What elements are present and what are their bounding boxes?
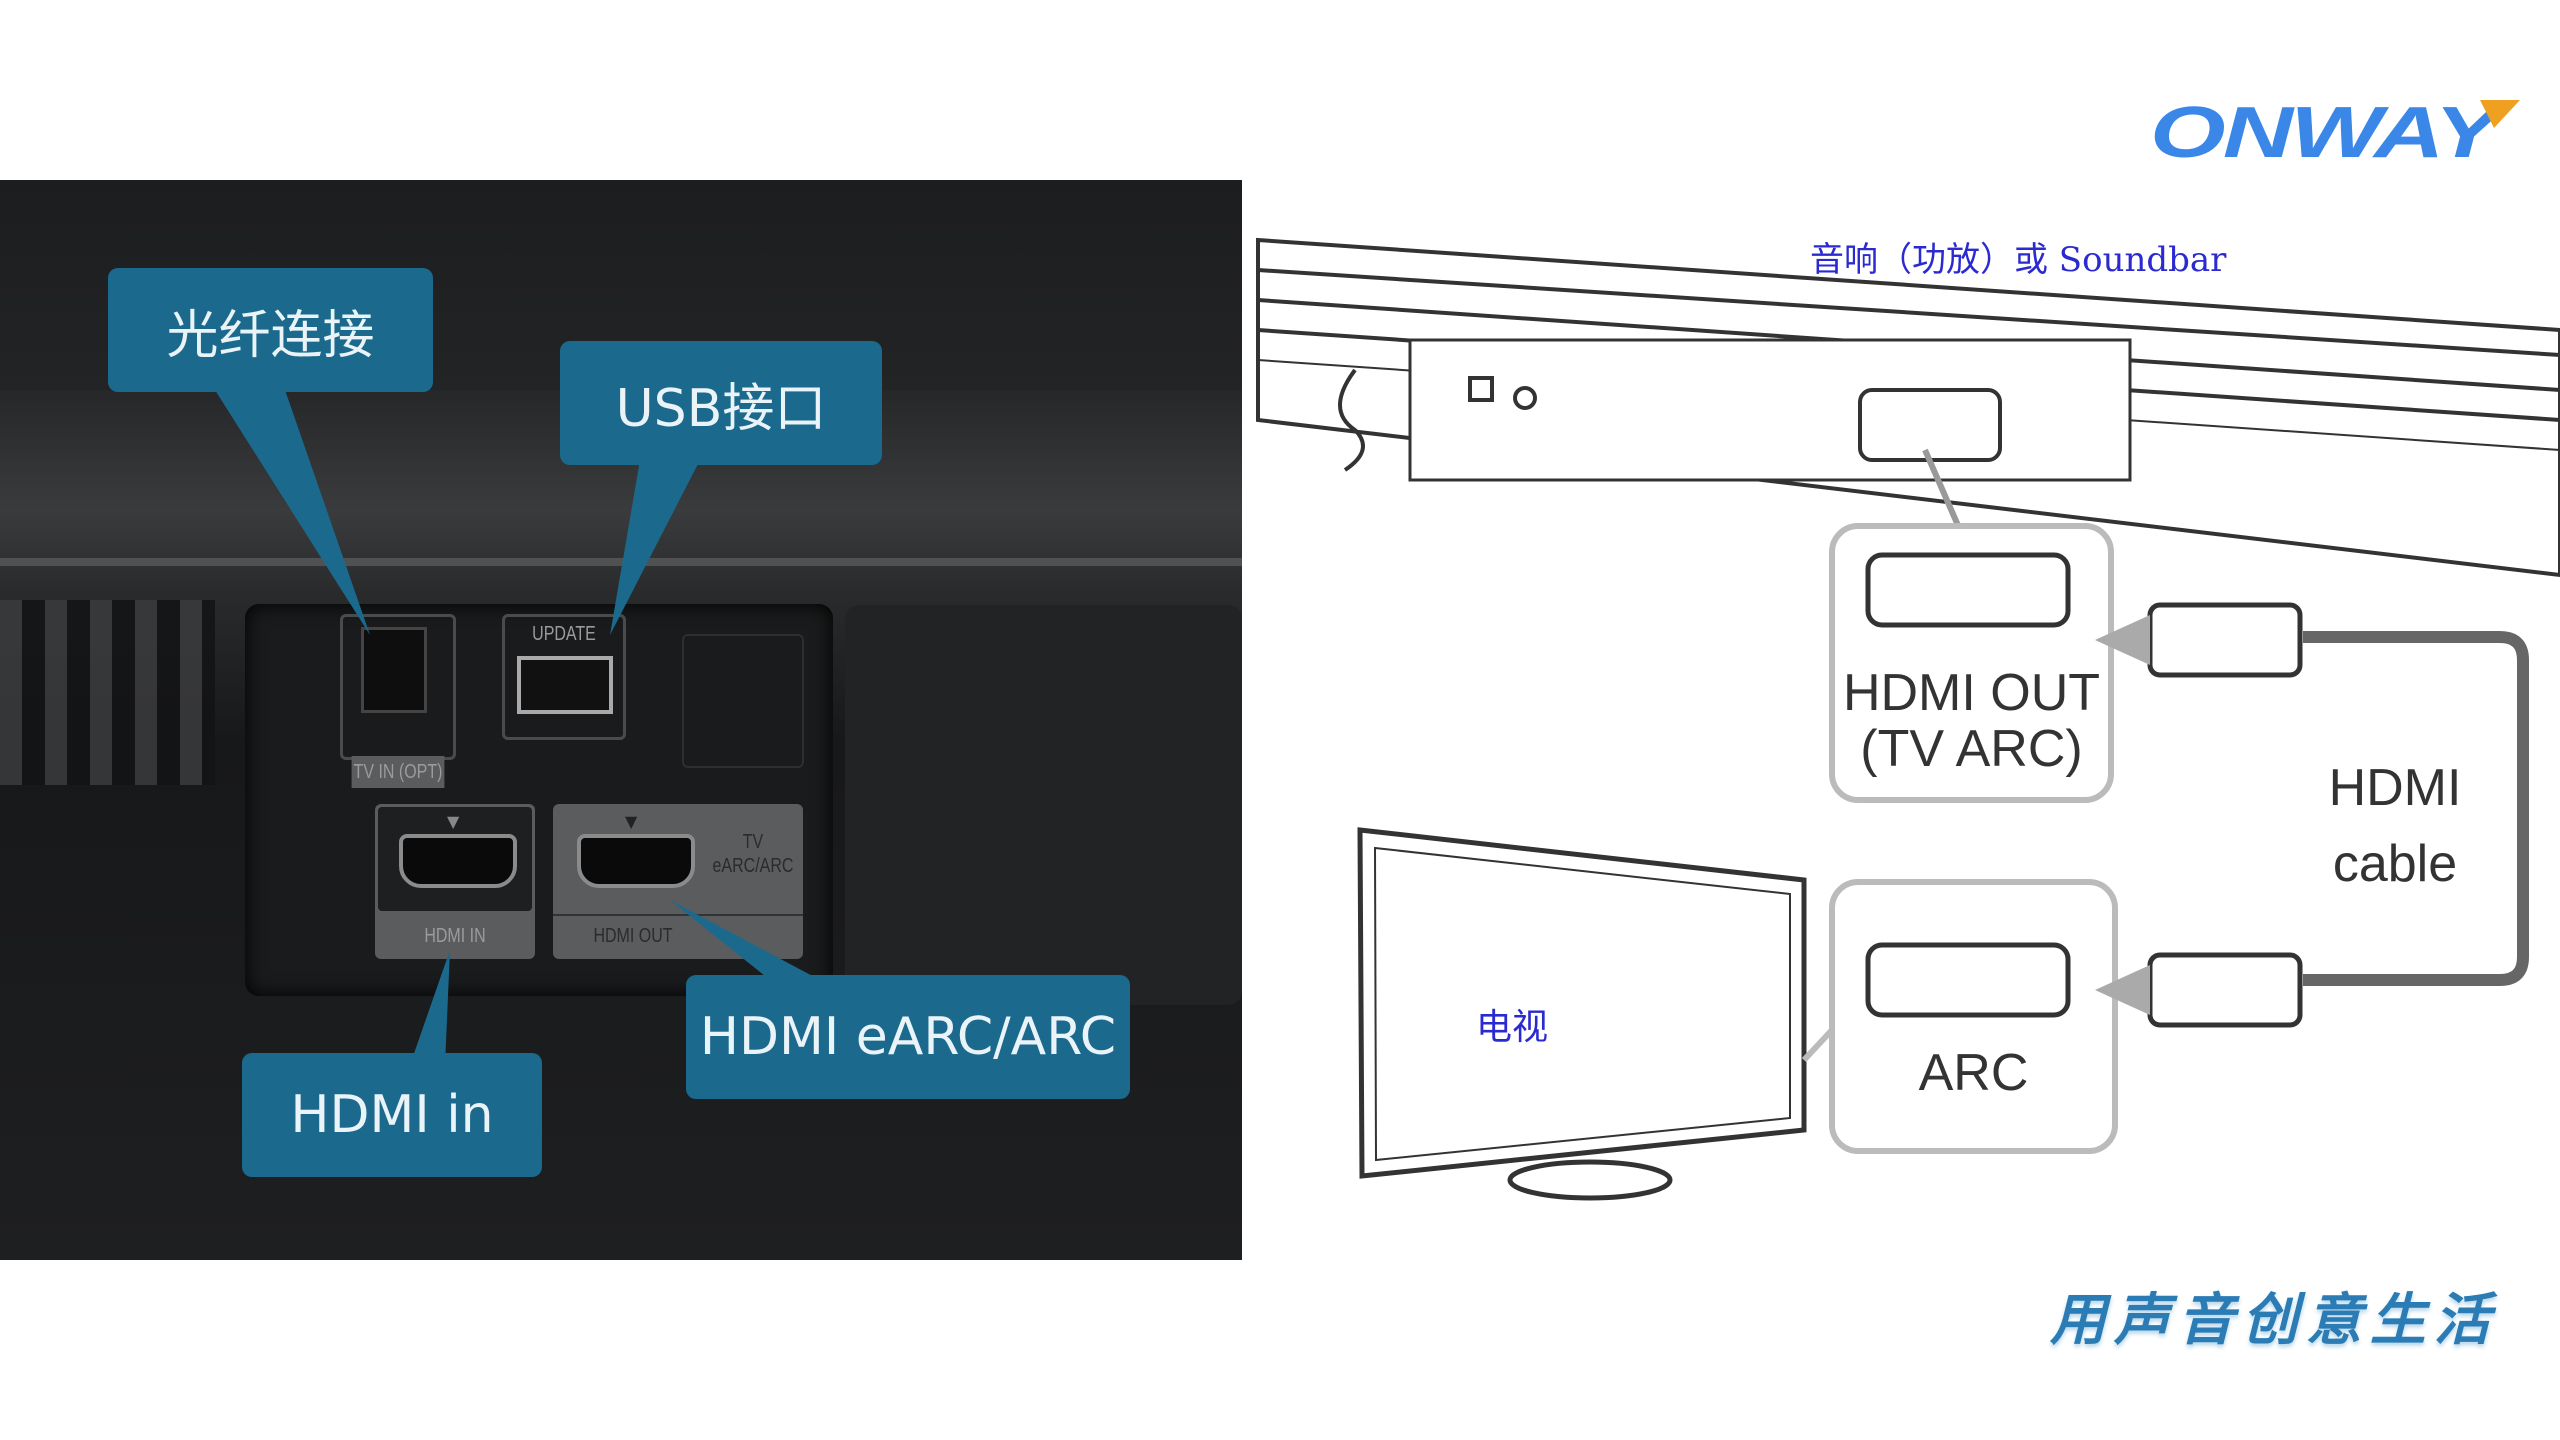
hdmi-out-line2: (TV ARC): [1860, 720, 2083, 778]
soundbar-title: 音响（功放）或 Soundbar: [1810, 240, 2227, 280]
port-panel: TV IN (OPT) UPDATE ▼ HDMI IN ▼ TV eARC/A…: [245, 604, 833, 996]
slogan: 用声音创意生活: [2050, 1287, 2498, 1353]
connection-diagram: [1256, 237, 2560, 1201]
hdmi-out-line1: HDMI OUT: [1842, 664, 2101, 722]
soundbar-edge: [0, 558, 1242, 566]
hdmi-in-frame: ▼ HDMI IN: [375, 804, 535, 959]
hdmi-cable-label: HDMI cable: [2300, 750, 2490, 902]
usb-port-icon: [517, 656, 613, 714]
hdmi-out-label: HDMI OUT: [593, 925, 673, 947]
earc-label: eARC/ARC: [712, 855, 794, 877]
onway-logo: ONWAY: [2150, 92, 2520, 174]
tv-drawing: [1357, 827, 1807, 1201]
callout-hdmi-earc: HDMI eARC/ARC: [686, 975, 1130, 1099]
hdmi-cable: [2303, 631, 2529, 986]
update-label: UPDATE: [532, 623, 596, 645]
hdmi-in-label: HDMI IN: [424, 925, 486, 947]
callout-usb: USB接口: [560, 341, 882, 465]
tv-label: TV: [742, 831, 764, 853]
cable-line1: HDMI: [2328, 759, 2462, 817]
soundbar-rear-photo: TV IN (OPT) UPDATE ▼ HDMI IN ▼ TV eARC/A…: [0, 180, 1242, 1260]
hdmi-out-port-icon: [577, 834, 695, 888]
arc-label: ARC: [1918, 1044, 2029, 1102]
hdmi-out-frame: ▼ TV eARC/ARC HDMI OUT: [553, 804, 803, 959]
callout-optical: 光纤连接: [108, 268, 433, 392]
side-panel: [845, 605, 1242, 1005]
usb-port-frame: UPDATE: [502, 614, 626, 740]
logo-triangle-icon: [2480, 100, 2520, 128]
blank-cover: [682, 634, 804, 768]
tv-label: 电视: [1476, 1007, 1549, 1048]
callout-pointers: [215, 390, 820, 1065]
arc-port-icon: [1865, 942, 2071, 1018]
hdmi-out-port-icon: [1865, 552, 2071, 628]
soundbar-drawing: [1256, 237, 2560, 578]
callout-hdmi-in: HDMI in: [242, 1053, 542, 1177]
logo-text: ONWAY: [2150, 93, 2499, 173]
cable-line2: cable: [2332, 835, 2458, 893]
hdmi-connector-icons: [2147, 602, 2303, 1028]
optical-port-label: TV IN (OPT): [351, 756, 445, 788]
speaker-grille: [0, 600, 215, 785]
hdmi-in-port-icon: [399, 834, 517, 888]
hdmi-out-label: HDMI OUT (TV ARC): [1832, 665, 2111, 777]
optical-port-icon: [361, 627, 427, 713]
